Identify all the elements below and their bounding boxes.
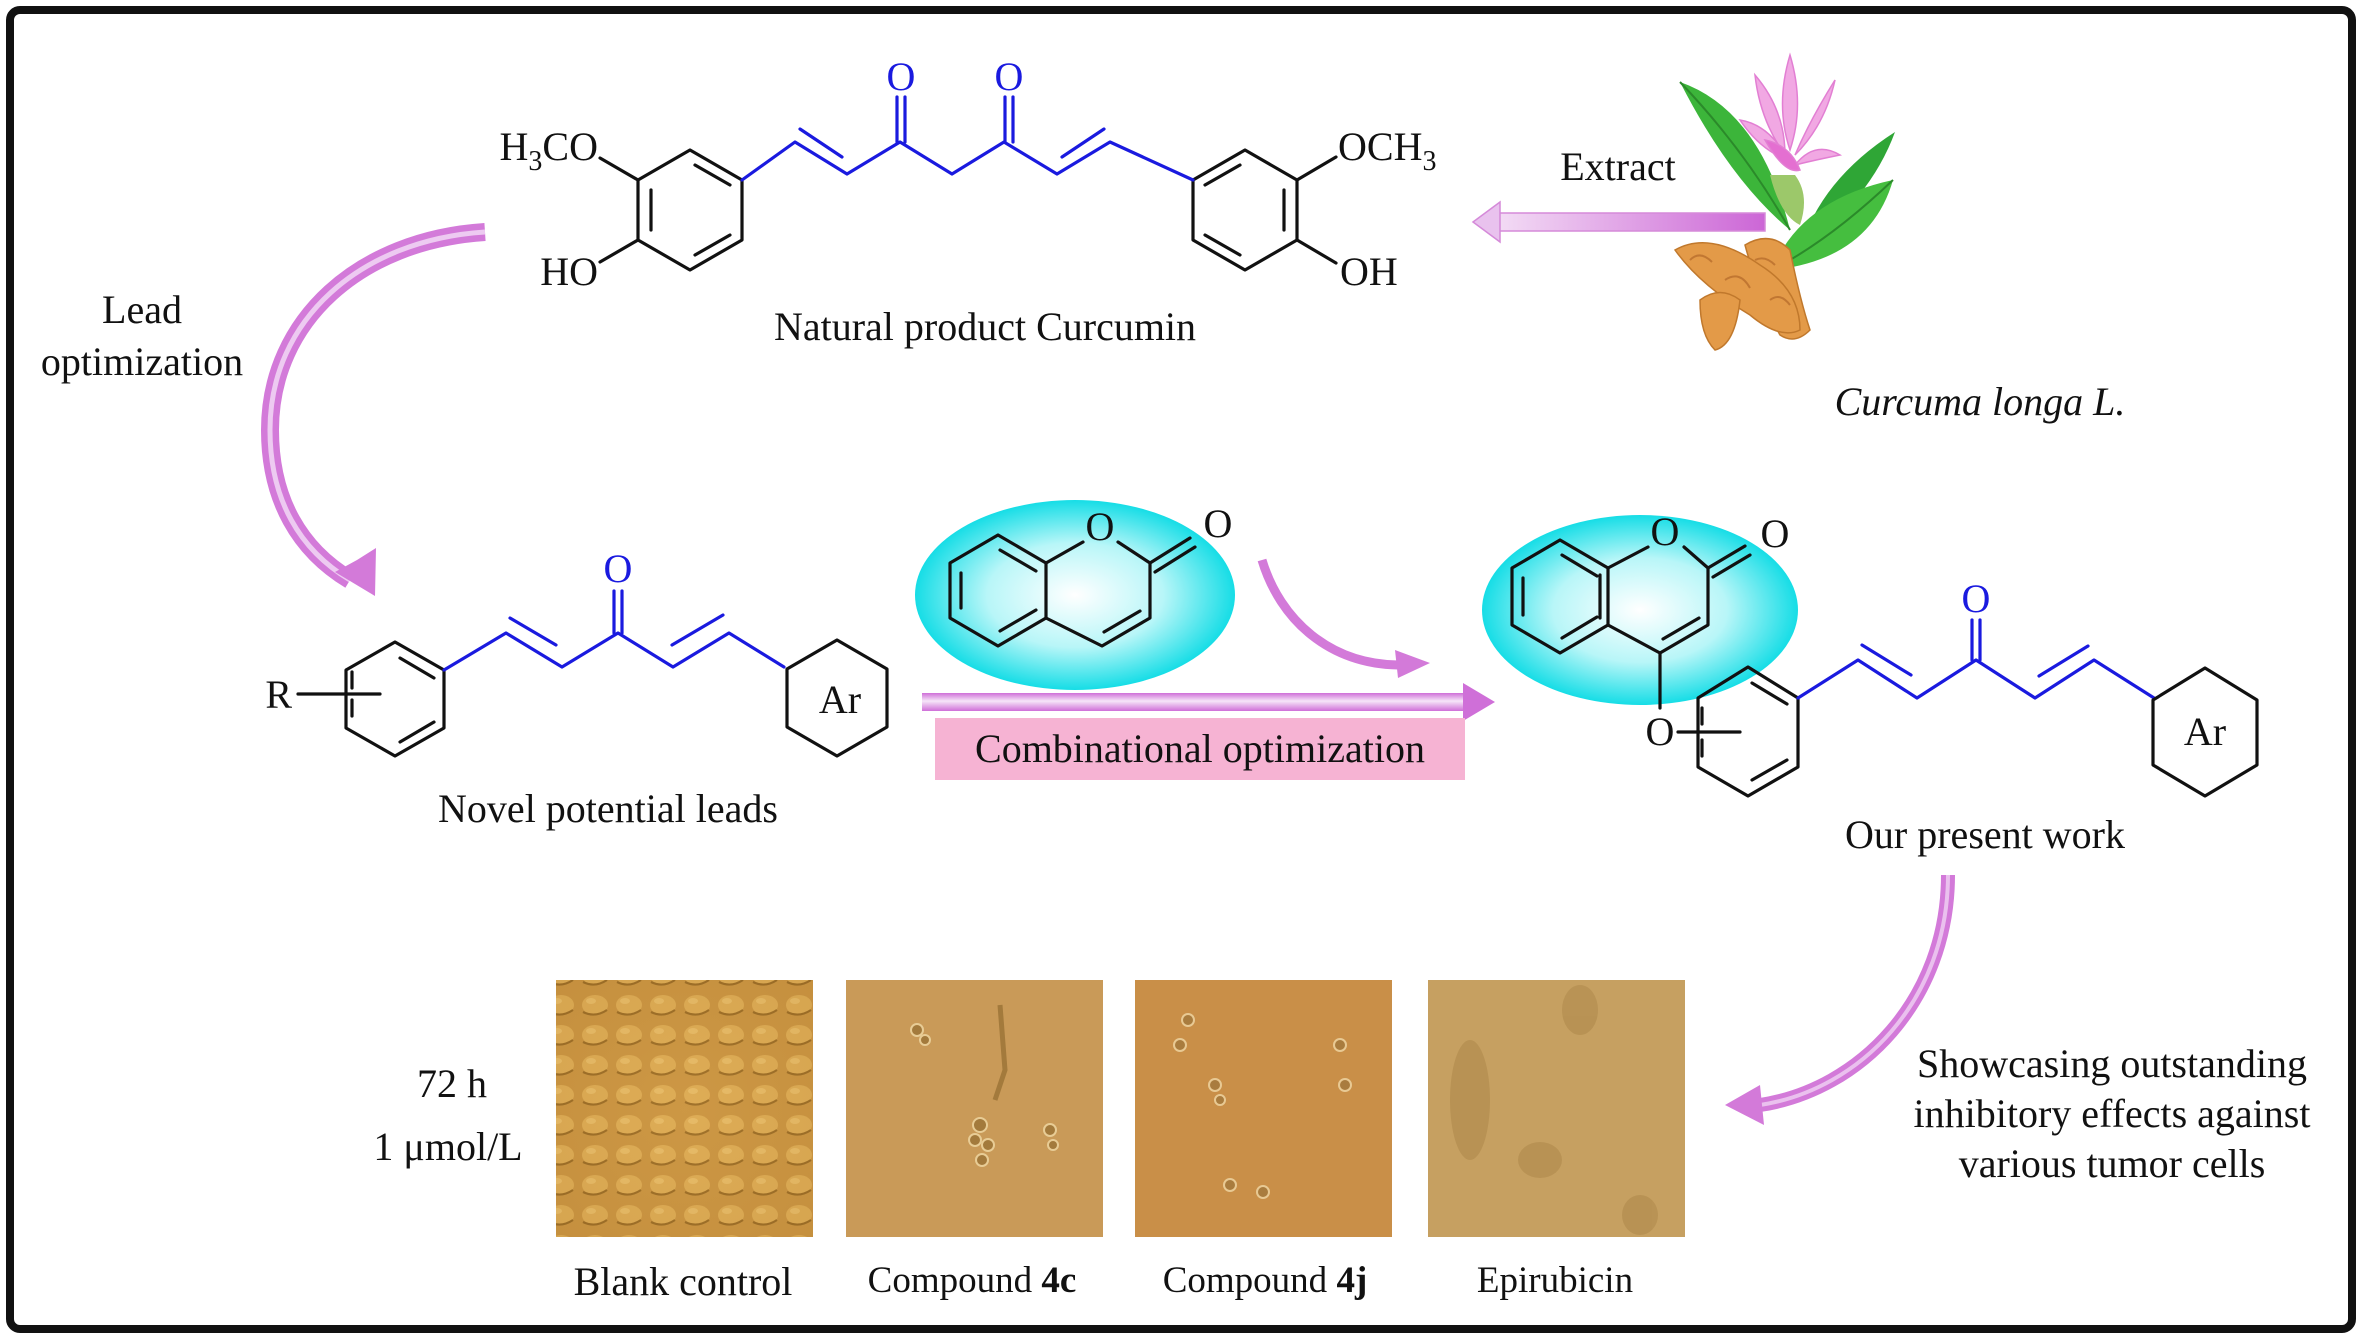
curcumin-caption: Natural product Curcumin (774, 304, 1196, 349)
methoxy-right: OCH3 (1338, 124, 1436, 177)
results-arrow-icon (1725, 874, 1955, 1125)
curcumin-structure: O O H3CO HO OCH3 OH (500, 54, 1437, 294)
leads-carbonyl-label: O (604, 546, 633, 591)
product-ring-oxygen: O (1651, 509, 1680, 554)
lead-optimization-label-line1: Lead (102, 287, 182, 332)
panel-label-compound-4c: Compound 4c (868, 1260, 1077, 1301)
hydroxyl-left: HO (540, 249, 598, 294)
curcumin-carbonyl-2: O (995, 54, 1024, 99)
micrograph-compound-4c (846, 980, 1103, 1237)
combinational-label-box (935, 718, 1465, 780)
product-chain-carbonyl: O (1962, 576, 1991, 621)
r-group-label: R (265, 672, 292, 717)
coumarin-structure: O O (948, 501, 1233, 648)
novel-leads-structure: R O Ar (265, 546, 889, 758)
micrograph-compound-4j (1135, 980, 1392, 1237)
outcome-line-2: inhibitory effects against (1914, 1091, 2311, 1136)
assay-concentration: 1 μmol/L (373, 1124, 522, 1169)
coumarin-ring-oxygen: O (1086, 504, 1115, 549)
methoxy-left: H3CO (500, 124, 598, 177)
curcumin-carbonyl-1: O (887, 54, 916, 99)
product-aryl-label: Ar (2184, 709, 2226, 754)
product-linker-oxygen: O (1646, 709, 1675, 754)
extract-label: Extract (1560, 144, 1676, 189)
product-carbonyl: O (1761, 511, 1790, 556)
novel-leads-caption: Novel potential leads (438, 786, 778, 831)
micrograph-epirubicin (1428, 980, 1685, 1237)
extract-arrow-icon (1471, 200, 1766, 244)
lead-optimization-label-line2: optimization (41, 339, 243, 384)
plant-name: Curcuma longa L. (1835, 379, 2126, 424)
present-work-caption: Our present work (1845, 812, 2125, 857)
outcome-line-3: various tumor cells (1959, 1141, 2266, 1186)
coumarin-carbonyl: O (1204, 501, 1233, 546)
outcome-line-1: Showcasing outstanding (1917, 1041, 2307, 1086)
panel-label-blank-control: Blank control (574, 1259, 793, 1304)
leads-aryl-label: Ar (819, 677, 861, 722)
turmeric-plant-image (1673, 52, 1895, 351)
combinational-arrow-icon (922, 683, 1495, 721)
product-coumarin-highlight (1482, 515, 1798, 705)
lead-optimization-arrow-icon (260, 223, 486, 596)
present-work-structure: O O O O Ar (1510, 509, 2259, 798)
micrograph-blank-control (556, 980, 813, 1237)
hydroxyl-right: OH (1340, 249, 1398, 294)
combinational-label: Combinational optimization (975, 726, 1425, 771)
panel-label-compound-4j: Compound 4j (1163, 1260, 1368, 1301)
coumarin-to-product-arrow-icon (1257, 558, 1430, 678)
coumarin-highlight (915, 500, 1235, 690)
panel-label-epirubicin: Epirubicin (1477, 1260, 1633, 1301)
assay-time: 72 h (417, 1061, 487, 1106)
